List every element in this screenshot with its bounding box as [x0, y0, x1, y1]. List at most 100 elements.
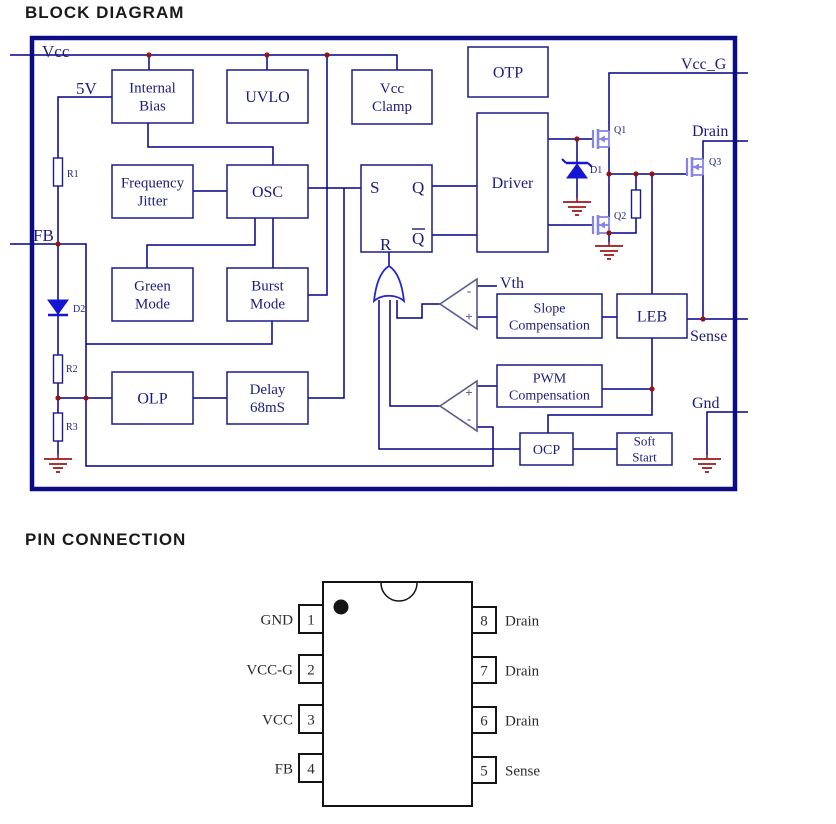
block-vcc-clamp-label: Vcc	[380, 81, 404, 97]
vth-label: Vth	[500, 275, 524, 292]
wire-vcc-rail	[10, 54, 398, 70]
vcc-label: Vcc	[42, 42, 70, 61]
block-leb-label: LEB	[637, 308, 667, 325]
pin-box-1	[298, 604, 324, 634]
block-otp-label: OTP	[493, 64, 523, 81]
pin-box-6	[471, 706, 497, 734]
block-diagram-title: BLOCK DIAGRAM	[25, 3, 185, 22]
junction-dot	[324, 52, 330, 58]
junction-dot	[700, 316, 706, 322]
or-gate	[372, 264, 406, 304]
sense-resistor	[630, 189, 642, 219]
block-vcc-clamp	[351, 69, 433, 125]
wire-osc-to-green	[146, 218, 256, 268]
block-delay-68ms	[226, 371, 309, 425]
block-delay-68ms-label: 68mS	[250, 400, 285, 416]
junction-dot	[649, 386, 655, 392]
block-osc-label: OSC	[252, 184, 283, 201]
block-pwm-compensation-label: Compensation	[509, 388, 590, 403]
pin1-marker-dot	[333, 599, 349, 615]
block-ocp	[519, 432, 574, 466]
D1-zener-wing2	[587, 162, 593, 168]
vccg-label: Vcc_G	[681, 56, 727, 73]
block-pwm-compensation-label: PWM	[533, 371, 567, 386]
pin-box-3	[298, 704, 324, 734]
Q1-mosfet-arrow	[599, 135, 605, 143]
wire-burst-bottom-to-trunk	[86, 321, 273, 345]
block-frequency-jitter	[111, 164, 194, 219]
wire-q1-drain-vccg	[608, 72, 748, 131]
pin-number-6: 6	[480, 714, 488, 730]
junction-dot	[606, 230, 612, 236]
pin-label-gnd: GND	[261, 613, 294, 629]
block-green-mode-label: Mode	[135, 297, 170, 313]
wire-delay-to-s-line	[308, 188, 345, 399]
pin-number-4: 4	[307, 762, 315, 778]
block-internal-bias-label: Internal	[129, 81, 176, 97]
block-diagram-border	[29, 35, 738, 492]
block-burst-mode	[226, 267, 309, 322]
block-vcc-clamp-label: Clamp	[372, 99, 412, 115]
block-burst-mode-label: Burst	[251, 279, 284, 295]
wire-fb-trunk	[58, 243, 494, 467]
block-slope-compensation-label: Slope	[534, 301, 566, 316]
D1-zener-wing1	[561, 158, 567, 164]
r2-label: R2	[66, 364, 78, 375]
pwm-comparator-sign-top: +	[465, 385, 472, 400]
block-uvlo-label: UVLO	[245, 89, 289, 106]
pin-number-7: 7	[480, 664, 488, 680]
block-green-mode	[111, 267, 194, 322]
wire-vcc-to-burst-right	[308, 55, 328, 296]
pin-number-3: 3	[307, 713, 315, 729]
pin-box-8	[471, 606, 497, 634]
wire-comp2-out-to-orgate	[389, 300, 440, 407]
r1-label: R1	[67, 169, 79, 180]
pwm-comparator	[438, 379, 478, 433]
pin-label-drain-7: Drain	[505, 664, 540, 680]
pin-number-8: 8	[480, 614, 488, 630]
wire-leb-to-ocp	[547, 338, 653, 433]
pin-label-vcc-g: VCC-G	[246, 663, 293, 679]
block-soft-start-label: Start	[632, 449, 657, 464]
pwm-comparator-sign-bottom: -	[467, 411, 471, 426]
block-frequency-jitter-label: Jitter	[138, 194, 168, 210]
pin-box-4	[298, 753, 324, 783]
d1-label: D1	[590, 165, 602, 176]
q2-label: Q2	[614, 211, 626, 222]
pin-label-vcc: VCC	[262, 713, 293, 729]
vth-comparator	[438, 277, 478, 331]
junction-dot	[606, 171, 612, 177]
block-internal-bias	[111, 69, 194, 124]
pin-box-7	[471, 656, 497, 684]
block-slope-compensation-label: Compensation	[509, 318, 590, 333]
pin-box-5	[471, 756, 497, 784]
block-frequency-jitter-label: Frequency	[121, 176, 185, 192]
drain-label: Drain	[692, 123, 728, 140]
block-leb	[616, 293, 688, 339]
junction-dot	[55, 241, 61, 247]
block-soft-start	[616, 432, 673, 466]
D2-diode-triangle	[47, 299, 69, 315]
block-otp	[467, 46, 549, 98]
junction-dot	[83, 395, 89, 401]
pin-number-5: 5	[480, 764, 488, 780]
r3-label: R3	[66, 422, 78, 433]
wire-gnd-lead	[706, 411, 748, 455]
q3-label: Q3	[709, 157, 721, 168]
wire-ocp-to-orgate	[378, 300, 520, 450]
ic-package-body	[322, 581, 473, 807]
block-internal-bias-label: Bias	[139, 99, 166, 115]
vth-comparator-sign-bottom: +	[465, 309, 472, 324]
wire-comp1-out-to-orgate	[396, 300, 440, 319]
gnd-label: Gnd	[692, 395, 720, 412]
block-driver-label: Driver	[492, 175, 534, 192]
q1-label: Q1	[614, 125, 626, 136]
d2-label: D2	[73, 304, 85, 315]
junction-dot	[55, 395, 61, 401]
block-slope-compensation	[496, 293, 603, 339]
latch-r-label: R	[380, 235, 392, 254]
block-soft-start-label: Soft	[634, 433, 656, 448]
pin-connection-title: PIN CONNECTION	[25, 530, 187, 549]
Q2-mosfet-arrow	[599, 221, 605, 229]
